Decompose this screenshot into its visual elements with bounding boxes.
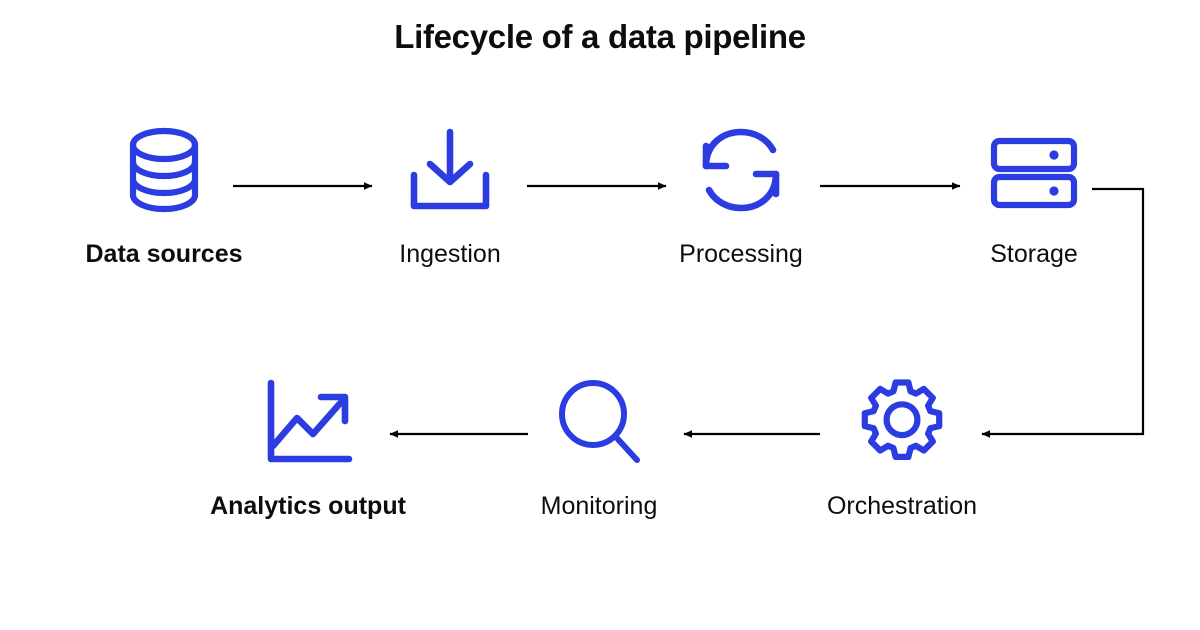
node-analytics-output[interactable]: Analytics output xyxy=(208,372,408,519)
node-label-analytics-output: Analytics output xyxy=(210,492,406,520)
node-label-ingestion: Ingestion xyxy=(399,240,501,268)
database-icon xyxy=(109,120,219,220)
node-label-monitoring: Monitoring xyxy=(540,492,658,520)
line-chart-up-icon xyxy=(253,372,363,472)
download-tray-icon xyxy=(395,120,505,220)
node-monitoring[interactable]: Monitoring xyxy=(499,372,699,519)
sync-arrows-icon xyxy=(686,120,796,220)
node-label-storage: Storage xyxy=(990,240,1078,268)
server-stack-icon xyxy=(979,120,1089,220)
page-title: Lifecycle of a data pipeline xyxy=(394,18,806,55)
node-storage[interactable]: Storage xyxy=(934,120,1134,267)
magnifier-icon xyxy=(544,372,654,472)
gear-icon xyxy=(847,372,957,472)
node-label-processing: Processing xyxy=(679,240,803,268)
node-label-orchestration: Orchestration xyxy=(826,492,978,520)
node-label-data-sources: Data sources xyxy=(85,240,243,268)
node-data-sources[interactable]: Data sources xyxy=(64,120,264,267)
node-processing[interactable]: Processing xyxy=(641,120,841,267)
node-orchestration[interactable]: Orchestration xyxy=(802,372,1002,519)
node-ingestion[interactable]: Ingestion xyxy=(350,120,550,267)
